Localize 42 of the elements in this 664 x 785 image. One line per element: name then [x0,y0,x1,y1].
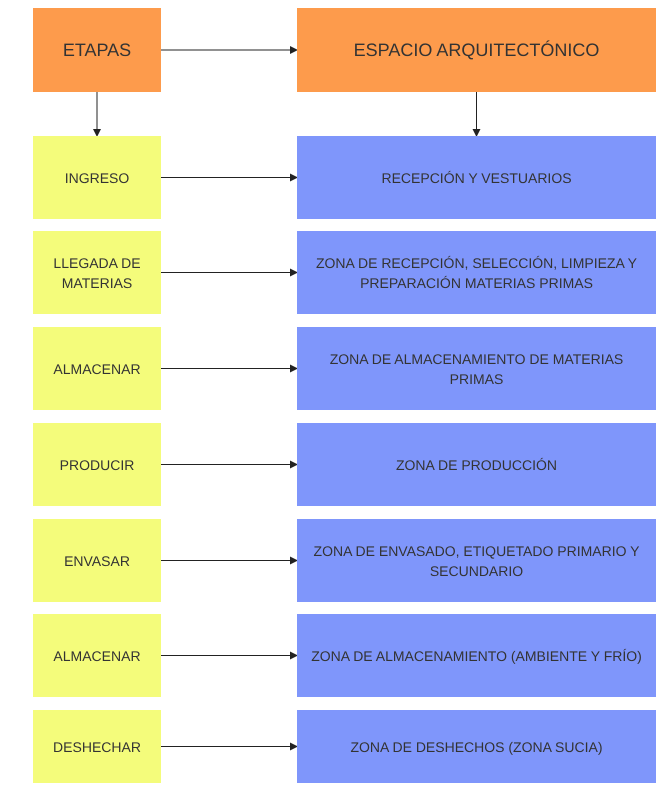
space-box [297,710,656,783]
space-box [297,327,656,410]
box-label: ALMACENAR [53,360,141,378]
arrow [160,742,298,750]
box-label: ZONA DE PRODUCCIÓN [396,456,557,474]
arrow [160,46,298,54]
stage-box [33,231,161,314]
stage-box [33,136,161,219]
stage-box [33,519,161,602]
arrow [160,556,298,564]
arrow [160,364,298,372]
stage-box [33,710,161,783]
box-label: ZONA DE ALMACENAMIENTO DE MATERIAS PRIMAS [328,350,624,388]
box-label: LLEGADA DE MATERIAS [52,254,142,292]
space-box [297,136,656,219]
arrow [93,92,101,137]
box-label: ZONA DE DESHECHOS (ZONA SUCIA) [350,738,603,756]
space-box [297,423,656,506]
box-label: ETAPAS [62,40,132,60]
arrow [160,460,298,468]
header-box [33,8,161,92]
box-label: INGRESO [64,168,130,188]
box-label: ZONA DE ALMACENAMIENTO (AMBIENTE Y FRÍO) [311,646,642,666]
space-box [297,519,656,602]
stage-box [33,423,161,506]
space-box [297,614,656,697]
arrow [160,652,298,660]
box-label: PRODUCIR [60,456,134,474]
box-label: ENVASAR [64,552,130,570]
box-label: ESPACIO ARQUITECTÓNICO [354,40,600,60]
stage-box [33,327,161,410]
arrow [472,92,480,137]
arrow [160,268,298,276]
arrow [160,174,298,182]
space-box [297,231,656,314]
box-label: ZONA DE ENVASADO, ETIQUETADO PRIMARIO Y SECUNDARIO [312,542,640,580]
box-label: RECEPCIÓN Y VESTUARIOS [381,168,572,188]
box-label: ZONA DE RECEPCIÓN, SELECCIÓN, LIMPIEZA Y PREPARACIÓN MATERIAS PRIMAS [314,254,638,292]
box-label: DESHECHAR [53,738,141,756]
box-label: ALMACENAR [53,646,141,666]
header-box [297,8,656,92]
stage-box [33,614,161,697]
